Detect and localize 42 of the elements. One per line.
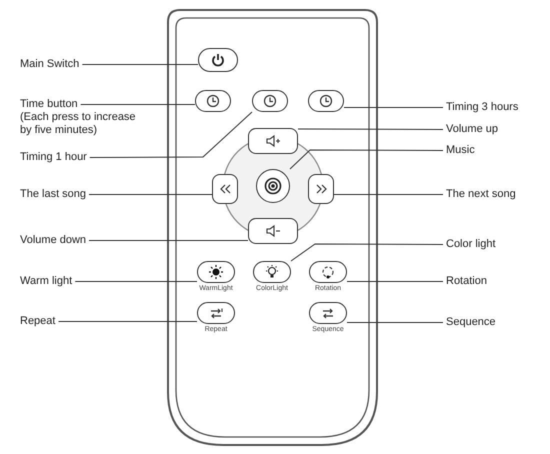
leader-line	[290, 150, 444, 170]
volume-up-button	[248, 128, 298, 154]
leader-line	[80, 104, 196, 105]
callout-label: Color light	[446, 238, 496, 251]
rotation-button	[309, 261, 347, 283]
color-light-button	[253, 261, 291, 283]
timer-button	[252, 90, 288, 112]
leader-line	[88, 194, 212, 195]
leader-line	[290, 244, 444, 262]
callout-label: Repeat	[20, 315, 56, 328]
leader-line	[58, 321, 198, 322]
leader-line	[346, 281, 444, 282]
repeat-button	[197, 302, 235, 324]
leader-line	[74, 281, 198, 282]
callout-label: Volume down	[20, 234, 86, 247]
callout-label: Music	[446, 144, 475, 157]
leader-line	[89, 112, 252, 158]
leader-line	[344, 107, 444, 108]
power-button	[198, 48, 238, 72]
leader-line	[298, 128, 444, 130]
callout-label: Timing 3 hours	[446, 101, 518, 114]
callout-label: Volume up	[446, 123, 498, 136]
callout-label: Rotation	[446, 275, 487, 288]
callout-label: Time button	[20, 98, 78, 111]
volume-down-button	[248, 218, 298, 244]
callout-label: Main Switch	[20, 58, 80, 71]
callout-note: (Each press to increase by five minutes)	[20, 111, 137, 137]
timer-button	[195, 90, 231, 112]
leader-line	[82, 64, 198, 65]
previous-button	[212, 174, 238, 204]
sequence-button	[309, 302, 347, 324]
warm-light-button	[197, 261, 235, 283]
leader-line	[88, 240, 248, 241]
leader-line	[334, 194, 444, 195]
callout-label: Warm light	[20, 275, 72, 288]
timer-button	[308, 90, 344, 112]
callout-label: The last song	[20, 188, 86, 201]
next-button	[308, 174, 334, 204]
leader-line	[346, 322, 444, 323]
callout-label: Timing 1 hour	[20, 151, 87, 164]
callout-label: The next song	[446, 188, 516, 201]
callout-label: Sequence	[446, 316, 496, 329]
